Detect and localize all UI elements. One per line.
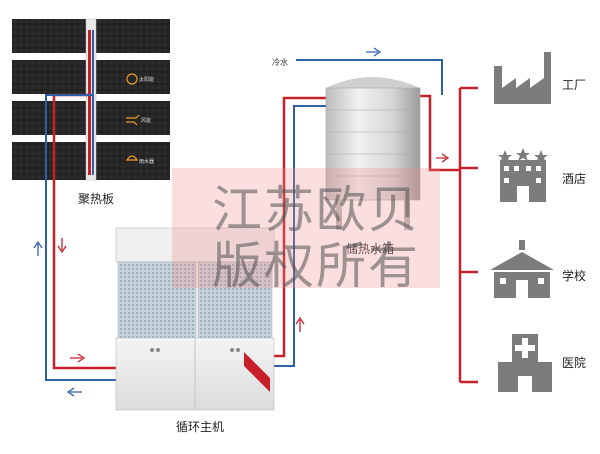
wind-icon [126, 114, 140, 126]
destination-label-school: 学校 [562, 269, 587, 283]
panel-icon-label: 风能 [141, 118, 152, 124]
solar-panel [12, 19, 86, 53]
hospital-icon [498, 334, 552, 392]
solar-panel [12, 101, 86, 135]
destination-label-hotel: 酒店 [562, 172, 587, 186]
hotel-icon [498, 148, 548, 202]
solar-panel [96, 19, 170, 53]
destination-label-hospital: 医院 [562, 356, 587, 370]
sun-icon [126, 73, 138, 85]
flow-arrows [33, 47, 450, 397]
circulation-host-unit [115, 227, 275, 411]
watermark-line-1: 江苏欧贝 [212, 181, 420, 239]
panel-icon-label: 太阳能 [139, 77, 155, 83]
solar-panel-label: 聚热板 [78, 192, 115, 206]
solar-panel [12, 60, 86, 94]
cloud-rain-icon [125, 155, 139, 161]
storage-tank-label: 储热水箱 [346, 242, 395, 256]
brand-stripe [244, 352, 270, 392]
destination-label-factory: 工厂 [562, 78, 587, 92]
solar-panel [12, 142, 86, 180]
solar-panel [96, 60, 170, 94]
cold-water-label: 冷水 [272, 58, 288, 67]
solar-panel-array [12, 18, 170, 181]
panel-icon-label: 雨水器 [139, 159, 155, 165]
watermark-box [172, 168, 440, 288]
watermark-line-2: 版权所有 [212, 237, 420, 295]
host-unit-label: 循环主机 [176, 420, 225, 434]
destination-icons [490, 52, 554, 392]
cold-water-pipes [45, 59, 443, 381]
storage-tank [325, 77, 421, 230]
solar-panel [96, 142, 170, 180]
school-icon [490, 240, 554, 298]
factory-icon [494, 52, 551, 104]
